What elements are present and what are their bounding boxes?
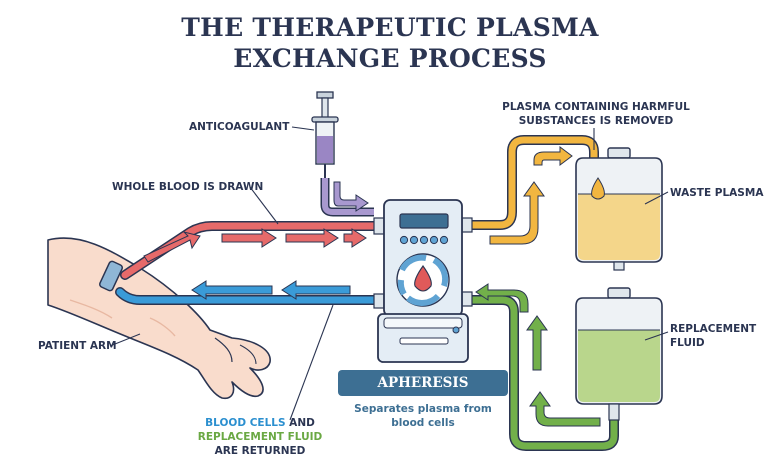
blood-return-tube xyxy=(115,287,381,305)
label-plasma-removed: PLASMA CONTAINING HARMFUL SUBSTANCES IS … xyxy=(498,100,694,128)
machine-desc-line-2: blood cells xyxy=(391,417,455,429)
machine-desc-line-1: Separates plasma from xyxy=(354,403,492,415)
syringe-illustration xyxy=(311,91,339,178)
leader-lines xyxy=(109,126,669,421)
label-waste-plasma: WASTE PLASMA xyxy=(670,187,764,199)
apheresis-machine-label: APHERESIS MACHINE xyxy=(338,370,508,417)
label-anticoagulant: ANTICOAGULANT xyxy=(189,121,290,133)
waste-plasma-bag xyxy=(575,147,663,271)
label-replacement-line-1: REPLACEMENT xyxy=(670,323,757,335)
anticoagulant-tube xyxy=(320,178,374,217)
label-replacement-line-2: FLUID xyxy=(670,337,705,349)
title-line-2: EXCHANGE PROCESS xyxy=(233,44,547,73)
label-patient-arm: PATIENT ARM xyxy=(38,340,117,352)
label-whole-blood-drawn: WHOLE BLOOD IS DRAWN xyxy=(112,181,264,193)
blood-flow-arrows xyxy=(143,228,367,263)
patient-arm-illustration xyxy=(47,237,271,400)
label-returned-blood-cells: BLOOD CELLS xyxy=(205,417,286,429)
replacement-fluid-tube xyxy=(470,283,619,451)
label-plasma-removed-line-1: PLASMA CONTAINING HARMFUL xyxy=(502,101,690,113)
label-replacement-fluid: REPLACEMENT FLUID xyxy=(670,322,756,350)
blood-draw-tube xyxy=(120,221,381,280)
replacement-fluid-bag xyxy=(575,287,663,421)
label-plasma-removed-line-2: SUBSTANCES IS REMOVED xyxy=(518,115,674,127)
return-flow-arrows xyxy=(191,280,351,300)
apheresis-machine-illustration xyxy=(373,199,473,363)
plasma-removal-tube xyxy=(470,135,599,245)
label-returned-end: ARE RETURNED xyxy=(214,445,306,457)
label-returned-and: AND xyxy=(285,417,315,429)
title-line-1: THE THERAPEUTIC PLASMA xyxy=(181,13,599,42)
apheresis-machine-description: Separates plasma from blood cells xyxy=(330,402,516,430)
label-returned-replacement: REPLACEMENT FLUID xyxy=(197,431,323,443)
label-returned: BLOOD CELLS AND REPLACEMENT FLUID ARE RE… xyxy=(165,416,355,458)
